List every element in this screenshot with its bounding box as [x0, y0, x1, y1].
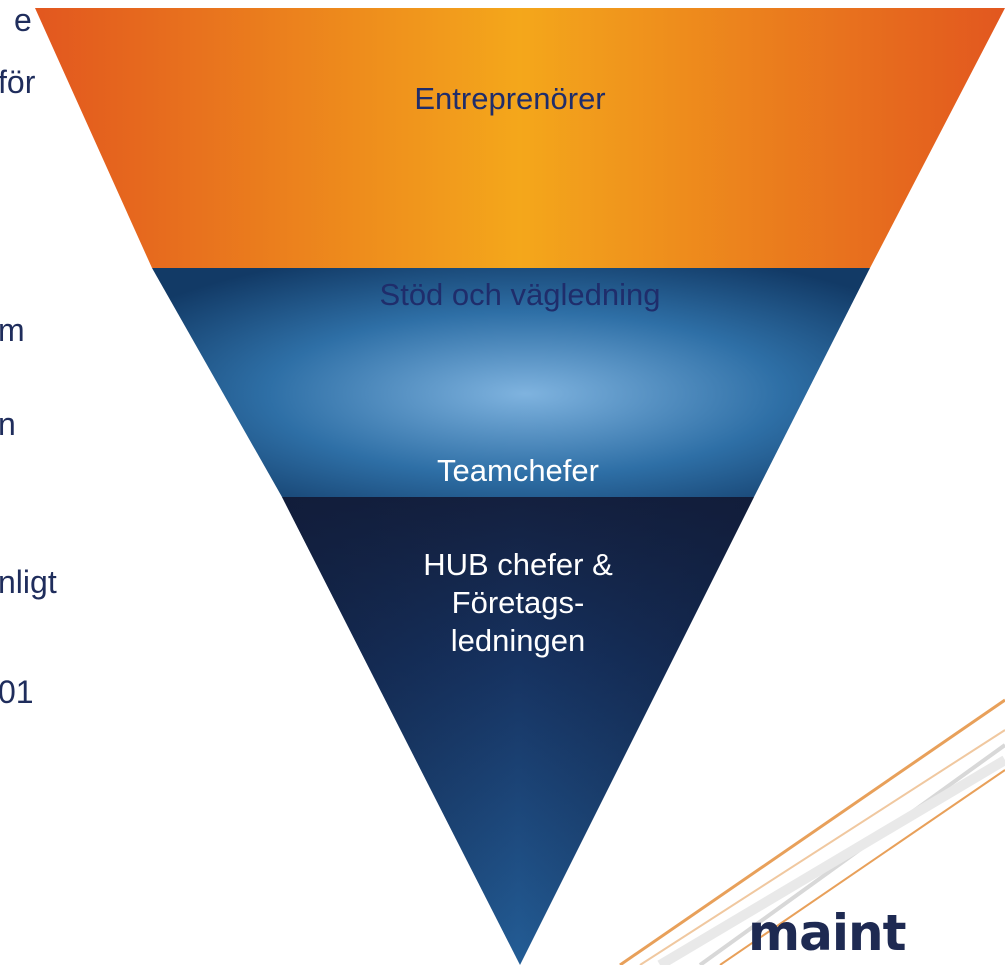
left-text-fragment: e [14, 2, 32, 38]
tier-label-hub-chefer: HUB chefer & Företags- ledningen [423, 547, 613, 658]
funnel-tier-top [35, 8, 1005, 268]
left-text-fragment: m [0, 312, 25, 348]
left-text-fragment: n [0, 406, 16, 442]
decorative-swoosh [619, 698, 1005, 965]
left-text-fragment: 01 [0, 674, 34, 710]
maint-logo: maint [748, 904, 906, 962]
funnel-tier-middle [152, 268, 870, 497]
left-text-fragment: för [0, 64, 36, 100]
left-text-fragment: nligt [0, 564, 57, 600]
tier-label-entreprenorer: Entreprenörer [414, 81, 606, 116]
tier-label-stod-och-vagledning: Stöd och vägledning [379, 277, 661, 312]
tier-label-teamchefer: Teamchefer [437, 453, 599, 488]
